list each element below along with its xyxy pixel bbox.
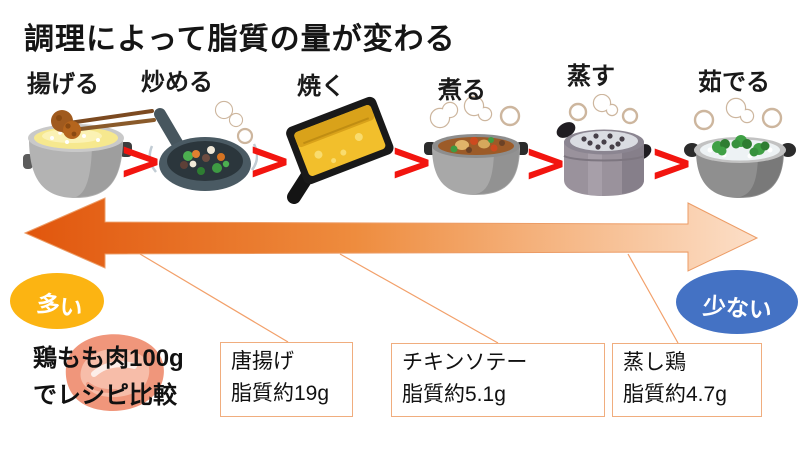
method-label-boil: 茹でる (698, 69, 770, 96)
dish-name: 唐揚げ (231, 350, 294, 373)
steam-icon (214, 100, 254, 145)
method-label-simmer: 煮る (438, 77, 486, 104)
greater-than-separator: > (523, 131, 569, 194)
page-title: 調理によって脂質の量が変わる (24, 23, 456, 56)
dish-name: チキンソテー (402, 351, 528, 374)
comparison-note-line2: でレシピ比較 (33, 382, 177, 409)
steamer-pot-icon (556, 94, 652, 196)
fat-amount: 脂質約4.7g (623, 383, 727, 406)
more-fat-label: 多い (35, 289, 85, 323)
greater-than-separator: > (389, 130, 435, 193)
callout-box-karaage: 唐揚げ 脂質約19g (220, 342, 353, 417)
comparison-note-line1: 鶏もも肉100g (33, 345, 184, 372)
dish-name: 蒸し鶏 (623, 351, 686, 374)
leader-line-karaage (139, 253, 289, 343)
steam-icon (429, 95, 521, 129)
broccoli-icon (712, 135, 770, 157)
leader-line-steamed (627, 253, 679, 344)
greater-than-separator: > (118, 129, 164, 192)
less-fat-label: 少ない (702, 292, 773, 324)
callout-box-chicken-saute: チキンソテー 脂質約5.1g (391, 343, 605, 417)
comparison-note: 鶏もも肉100g でレシピ比較 (33, 340, 184, 414)
callout-box-steamed-chicken: 蒸し鶏 脂質約4.7g (612, 343, 762, 417)
fat-amount-arrow (23, 197, 759, 272)
boiling-pot-icon (684, 97, 796, 198)
chicken-thigh-icon (65, 334, 164, 412)
stir-fry-pan-icon (148, 100, 258, 191)
method-label-grill: 焼く (297, 73, 345, 100)
more-fat-ellipse (10, 273, 104, 329)
fat-amount: 脂質約5.1g (402, 383, 506, 406)
fat-amount: 脂質約19g (231, 382, 330, 405)
deep-fry-pot-icon (23, 109, 156, 198)
less-fat-ellipse (676, 270, 798, 334)
tamagoyaki-grill-pan-icon (286, 96, 394, 204)
method-label-stirfry: 炒める (141, 69, 213, 96)
steam-icon (568, 94, 639, 125)
method-label-steam: 蒸す (567, 63, 615, 90)
greater-than-separator: > (247, 129, 293, 192)
greater-than-separator: > (649, 131, 695, 194)
steam-icon (693, 97, 783, 131)
method-label-fry: 揚げる (27, 71, 99, 98)
simmer-pot-icon (424, 95, 528, 195)
leader-line-saute (339, 253, 499, 344)
